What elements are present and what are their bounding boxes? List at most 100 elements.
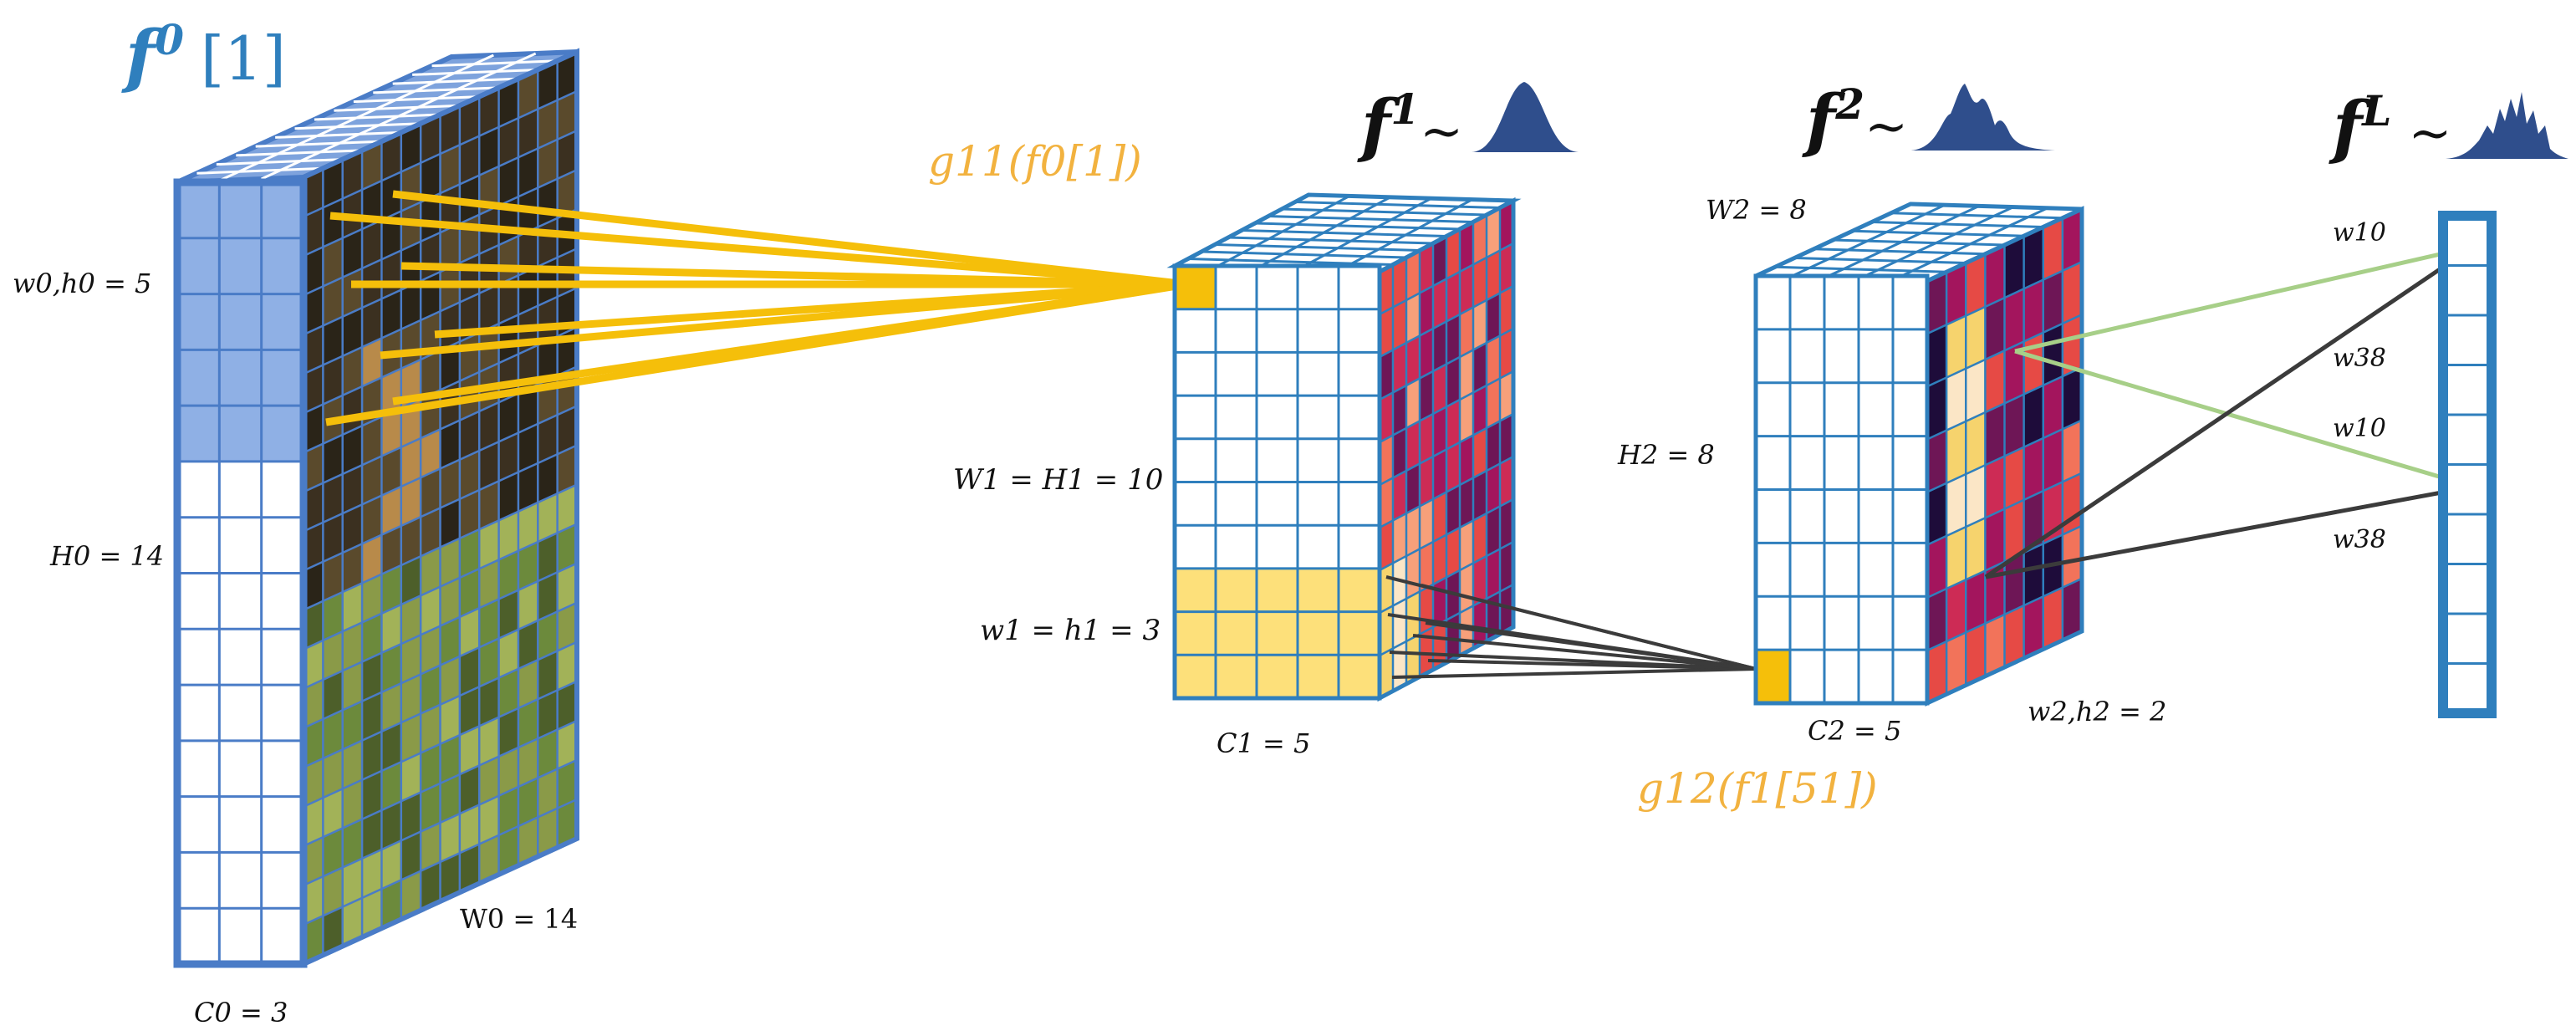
input-image-cell	[421, 508, 441, 557]
input-image-cell	[538, 572, 558, 621]
input-side-line	[303, 562, 578, 690]
input-image-cell	[440, 341, 460, 390]
g2-connection-line	[1427, 659, 1757, 671]
input-image-cell	[518, 542, 538, 590]
input-top-line	[294, 122, 421, 130]
f2-heatmap-cell	[1985, 245, 2005, 307]
input-image-cell	[400, 517, 421, 565]
f2-front-outline	[1753, 273, 1930, 706]
f1-heatmap-cell	[1473, 556, 1487, 606]
input-image-cell	[400, 674, 421, 723]
input-image-cell	[440, 616, 460, 666]
input-image-cell	[304, 758, 324, 807]
f2-heatmap-cell	[2023, 332, 2043, 395]
f1-heatmap-cell	[1473, 599, 1487, 649]
f1-heatmap-cell	[1460, 520, 1473, 570]
f1-heatmap-cell	[1380, 477, 1393, 528]
input-image-cell	[459, 451, 480, 499]
input-top-line	[236, 149, 363, 157]
input-image-cell	[381, 368, 401, 417]
f2-heatmap-cell	[1966, 306, 1986, 369]
input-image-cell	[421, 625, 441, 675]
input-image-cell	[304, 876, 324, 925]
input-image-cell	[440, 223, 460, 273]
input-image-cell	[440, 420, 460, 469]
g1-connection-line	[329, 212, 1188, 288]
f1-heatmap-cell	[1433, 278, 1446, 329]
f1-side-line	[1379, 242, 1514, 316]
input-image-cell	[498, 472, 518, 521]
f1-heatmap-cell	[1433, 236, 1446, 286]
input-image-cell	[362, 652, 382, 702]
f1-heatmap-cell	[1473, 215, 1487, 265]
f1-heatmap-cell	[1487, 250, 1500, 300]
label-w0-h0: w0,h0 = 5	[13, 268, 151, 299]
input-image-cell	[421, 154, 441, 202]
f1-selected-cell	[1175, 266, 1216, 309]
f1-heatmap-cell	[1500, 499, 1513, 549]
input-image-cell	[538, 415, 558, 463]
f2-heatmap-cell	[1966, 465, 1986, 528]
f1-heatmap-side	[1380, 201, 1513, 698]
input-image-cell	[479, 481, 499, 530]
input-image-cell	[323, 631, 343, 680]
input-image-cell	[459, 726, 480, 775]
input-image-cell	[342, 897, 363, 947]
input-image-cell	[518, 227, 538, 276]
input-image-cell	[557, 720, 577, 769]
input-image-cell	[459, 569, 480, 617]
f2-heatmap-cell	[1946, 632, 1966, 695]
f2-heatmap-cell	[1946, 579, 1966, 642]
f2-top-grid	[1775, 203, 2063, 282]
f1-heatmap-cell	[1406, 634, 1420, 684]
input-image-cell	[538, 729, 558, 778]
f2-top-line	[1775, 265, 1947, 273]
input-image-cell	[362, 692, 382, 741]
input-image-cell	[362, 613, 382, 662]
input-tensor-f0	[173, 48, 579, 968]
input-image-cell	[323, 828, 343, 877]
input-image-cell	[381, 644, 401, 692]
input-image-cell	[479, 126, 499, 176]
input-side-line	[303, 719, 578, 847]
f1-heatmap-cell	[1460, 264, 1473, 314]
input-image-cell	[342, 858, 363, 907]
input-image-cell	[459, 608, 480, 656]
input-image-cell	[421, 783, 441, 832]
f1-heatmap-cell	[1420, 499, 1433, 549]
input-image-cell	[557, 91, 577, 140]
f2-side-line	[1926, 577, 2083, 652]
input-image-cell	[342, 701, 363, 750]
input-image-cell	[304, 482, 324, 532]
input-image-cell	[421, 665, 441, 714]
input-top-line	[392, 77, 519, 85]
input-image-cell	[304, 718, 324, 768]
input-image-cell	[400, 753, 421, 802]
input-image-cell	[440, 696, 460, 744]
label-C0: C0 = 3	[194, 997, 288, 1028]
f1-heatmap-cell	[1420, 627, 1433, 677]
f1-heatmap-cell	[1460, 350, 1473, 400]
input-image-cell	[538, 454, 558, 503]
f1-top-line	[1227, 236, 1434, 245]
input-image-cell	[421, 468, 441, 518]
input-image-cell	[459, 765, 480, 814]
input-image-cell	[381, 605, 401, 653]
input-front-grid	[177, 182, 304, 964]
input-side-line	[303, 326, 578, 454]
input-image-cell	[323, 237, 343, 287]
f1-top-line	[1214, 243, 1421, 252]
f1-heatmap-cell	[1446, 272, 1460, 322]
fc-dark-line-1	[1984, 244, 2475, 579]
input-image-cell	[421, 704, 441, 753]
input-image-cell	[498, 393, 518, 442]
f1-heatmap-cell	[1380, 605, 1393, 656]
input-image-cell	[440, 459, 460, 508]
f1-heatmap-cell	[1380, 435, 1393, 485]
f1-heatmap-cell	[1433, 577, 1446, 627]
input-image-cell	[479, 87, 499, 136]
f1-heatmap-cell	[1473, 258, 1487, 308]
label-W2: W2 = 8	[1706, 194, 1807, 226]
input-image-cell	[323, 473, 343, 523]
input-image-cell	[557, 681, 577, 730]
